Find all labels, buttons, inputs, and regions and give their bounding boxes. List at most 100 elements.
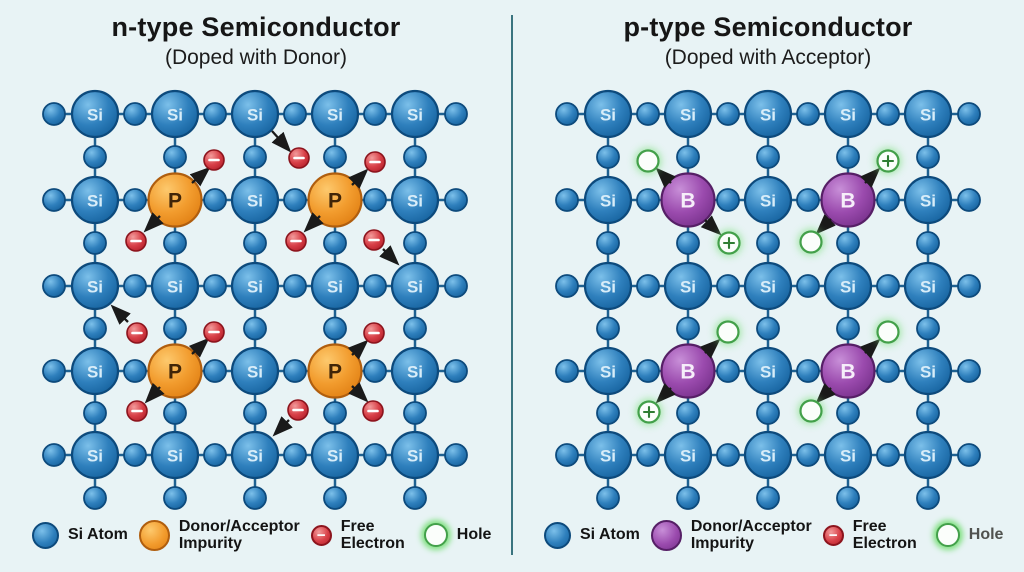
bond-electron [123,359,147,383]
bond-electron [163,486,187,510]
bond-electron [403,401,427,425]
si-atom [903,430,953,480]
atom-label: B [680,190,695,213]
si-atom [390,261,440,311]
motion-arrow [348,168,369,189]
atom-label: Si [407,363,423,382]
n-type-legend: Si Atom Donor/Acceptor Impurity − Free E… [0,506,512,564]
bond-electron [323,401,347,425]
si-atom [743,175,793,225]
bond-electron [676,231,700,255]
bond-electron [83,145,107,169]
si-atom [230,175,280,225]
bond-electron [636,443,660,467]
atom-label: Si [680,447,696,466]
bond-electron [636,274,660,298]
bond-electron [83,316,107,341]
bond-electron [957,443,981,467]
motion-arrow [272,416,293,437]
motion-arrow [379,245,400,266]
bond-electron [796,274,820,298]
bond-electron [916,231,940,255]
bond-electron [876,359,900,383]
bond-electron [756,486,780,510]
hole [636,149,660,173]
bond-electron [916,145,940,169]
si-atom [743,89,793,139]
bond-electron [444,188,468,212]
bond-electron [83,401,107,425]
bond-electron [555,359,579,383]
legend-label: Electron [852,535,917,552]
p-type-legend: Si Atom Donor/Acceptor Impurity − Free E… [512,506,1024,564]
legend-item-impurity: Donor/Acceptor Impurity [650,517,812,553]
bond-electron [957,274,981,298]
si-atom [390,346,440,396]
legend-label: Electron [340,535,405,552]
motion-arrow [143,212,164,233]
legend-label: Donor/Acceptor [690,517,812,535]
hole-icon [935,523,960,547]
atom-label: Si [87,278,103,297]
atom-label: Si [247,278,263,297]
bond-electron [796,443,820,467]
bond-electron [836,486,860,510]
bond-electron [283,102,307,126]
bond-electron [42,274,66,298]
bond-electron [555,443,579,467]
atom-label: B [680,361,695,384]
bond-electron [363,359,387,383]
atom-label: Si [760,363,776,382]
si-atom [903,175,953,225]
bond-electron [163,145,187,169]
bond-electron [403,145,427,169]
bond-electron [796,102,820,126]
bond-electron [555,274,579,298]
atom-label: Si [87,447,103,466]
motion-arrow [700,215,722,236]
bond-electron [756,145,780,169]
si-atom [310,261,360,311]
atom-label: Si [407,447,423,466]
bond-electron [555,188,579,212]
bond-electron [203,188,227,212]
hole [716,320,740,344]
bond-electron [716,359,740,383]
atom-label: Si [760,447,776,466]
si-atom [150,261,200,311]
si-atom [230,89,280,139]
bond-electron [123,274,147,298]
si-atom-icon [32,521,59,549]
bond-electron [123,188,147,212]
si-atom [310,430,360,480]
atom-label: Si [87,106,103,125]
bond-electron [203,102,227,126]
atom-label: P [328,361,342,384]
legend-label: Si Atom [68,526,128,544]
atom-label: Si [920,447,936,466]
atom-label: Si [920,363,936,382]
bond-electron [83,231,107,255]
si-atom [390,175,440,225]
motion-arrow [699,338,721,359]
bond-electron [363,443,387,467]
atom-label: Si [680,278,696,297]
bond-electron [243,231,267,255]
motion-arrow [655,383,676,404]
legend-item-si-atom: Si Atom [32,521,128,549]
bond-electron [363,188,387,212]
si-atom [663,261,713,311]
si-atom [743,346,793,396]
bond-electron [123,443,147,467]
si-atom [583,89,633,139]
bond-electron [283,274,307,298]
si-atom [823,89,873,139]
bond-electron [596,316,620,341]
bond-electron [716,443,740,467]
atom-label: Si [600,192,616,211]
si-atom [230,346,280,396]
bond-electron [283,359,307,383]
atom-label: Si [840,447,856,466]
